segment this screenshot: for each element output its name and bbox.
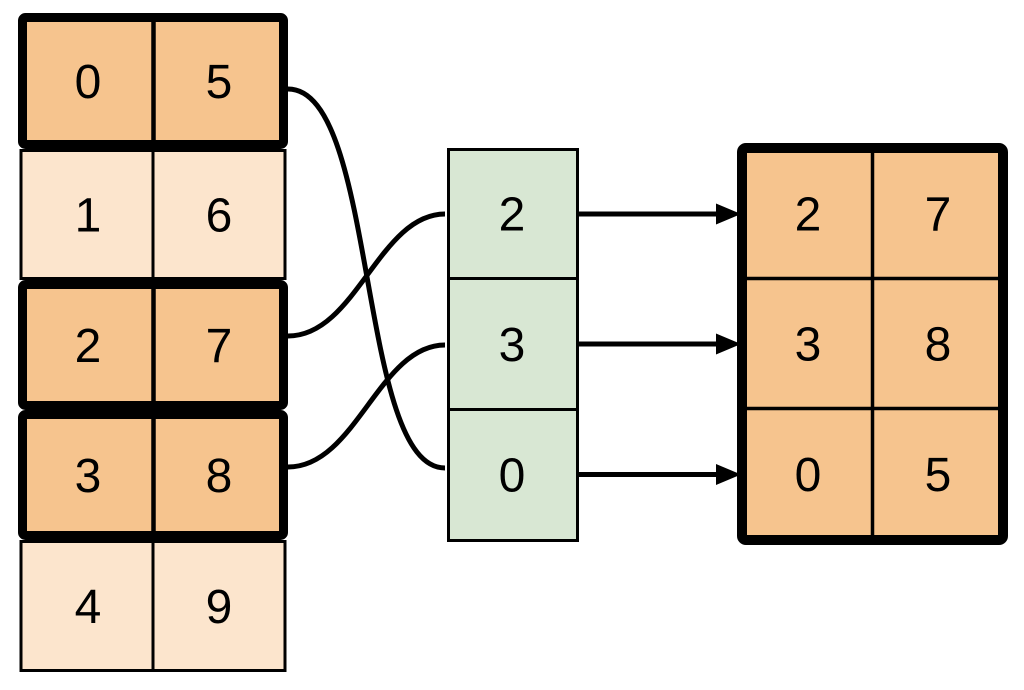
source-cell-value: 8 xyxy=(206,450,233,503)
result-cell-value: 5 xyxy=(925,449,952,502)
index-cell-value: 3 xyxy=(499,319,526,372)
result-table: 2 7 3 8 0 5 xyxy=(737,143,1008,545)
index-cell-value: 2 xyxy=(499,189,526,242)
index-cell-value: 0 xyxy=(499,450,526,503)
result-cell-value: 8 xyxy=(925,319,952,372)
source-table: 1 6 4 9 0 5 2 7 3 8 xyxy=(18,13,288,672)
result-row-0: 2 7 xyxy=(795,189,952,242)
result-cell-value: 7 xyxy=(925,189,952,242)
result-cell-value: 0 xyxy=(795,449,822,502)
curve-row2-to-index-2 xyxy=(287,211,446,339)
result-cell-value: 3 xyxy=(795,319,822,372)
arrowhead-icon xyxy=(716,333,741,355)
result-row-2: 0 5 xyxy=(795,449,952,502)
source-cell-value: 3 xyxy=(75,450,102,503)
source-row-1: 1 6 xyxy=(19,149,287,280)
index-column: 2 3 0 xyxy=(447,148,579,542)
arrow-index0-to-result-row0 xyxy=(578,203,741,225)
arrowhead-icon xyxy=(716,464,741,485)
arrow-index2-to-result-row2 xyxy=(578,464,741,485)
arrow-index1-to-result-row1 xyxy=(578,333,741,355)
result-cell-value: 2 xyxy=(795,189,822,242)
source-row-3-highlighted: 3 8 xyxy=(18,410,288,540)
index-column-box xyxy=(447,148,579,542)
source-cell-value: 9 xyxy=(206,581,233,634)
source-cell-value: 2 xyxy=(75,320,102,373)
source-cell-value: 4 xyxy=(75,581,102,634)
arrowhead-icon xyxy=(716,203,741,225)
result-arrows xyxy=(578,203,741,485)
connector-curves xyxy=(287,86,446,471)
curve-row3-to-index-3 xyxy=(287,342,446,470)
result-row-1: 3 8 xyxy=(795,319,952,372)
source-cell-value: 5 xyxy=(206,56,233,109)
source-row-4: 4 9 xyxy=(19,540,287,672)
source-cell-value: 7 xyxy=(206,320,233,373)
source-row-0-highlighted: 0 5 xyxy=(18,13,288,149)
source-cell-value: 6 xyxy=(206,190,233,243)
source-cell-value: 1 xyxy=(75,190,102,243)
source-cell-value: 0 xyxy=(75,56,102,109)
source-row-2-highlighted: 2 7 xyxy=(18,280,288,410)
